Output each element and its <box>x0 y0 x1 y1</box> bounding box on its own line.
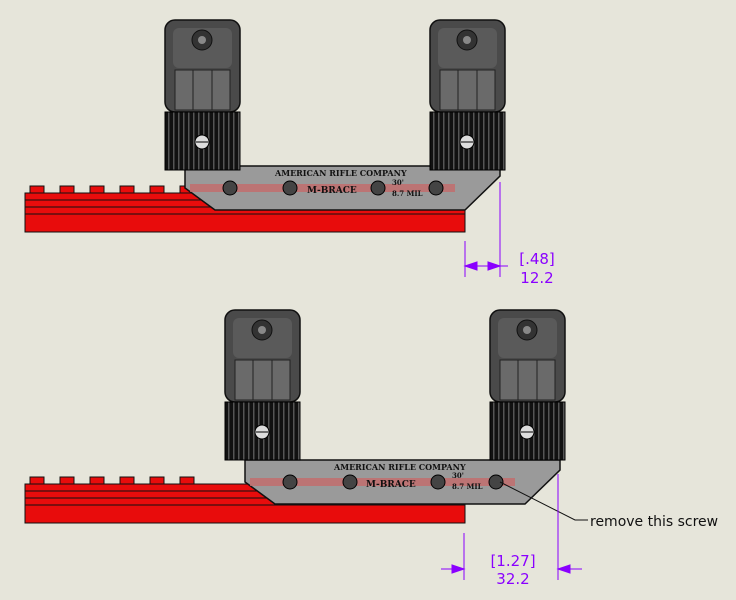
dimension-inches: [1.27] <box>490 552 535 570</box>
scope-ring-front <box>164 19 241 171</box>
dimension-top <box>463 182 508 277</box>
dimension-inches: [.48] <box>519 250 555 268</box>
dimension-mm: 12.2 <box>520 269 553 287</box>
bottom-view: AMERICAN RIFLE COMPANY M-BRACE 30' 8.7 M… <box>24 309 718 588</box>
angle-engraving: 30' <box>452 471 464 480</box>
model-engraving: M-BRACE <box>366 480 416 490</box>
dimension-bottom <box>441 474 582 580</box>
dimension-mm: 32.2 <box>496 570 529 588</box>
model-engraving: M-BRACE <box>307 186 357 196</box>
scope-ring-front <box>224 309 301 461</box>
brand-engraving: AMERICAN RIFLE COMPANY <box>274 168 407 178</box>
scope-ring-rear <box>429 19 506 171</box>
remove-screw-note: remove this screw <box>590 514 718 530</box>
scope-ring-rear <box>489 309 566 461</box>
angle-engraving: 30' <box>392 178 404 187</box>
screw-leader <box>499 481 588 521</box>
brand-engraving: AMERICAN RIFLE COMPANY <box>333 462 466 472</box>
top-view: AMERICAN RIFLE COMPANY M-BRACE 30' 8.7 M… <box>24 19 555 287</box>
mil-engraving: 8.7 MIL <box>452 482 483 491</box>
mil-engraving: 8.7 MIL <box>392 189 423 198</box>
